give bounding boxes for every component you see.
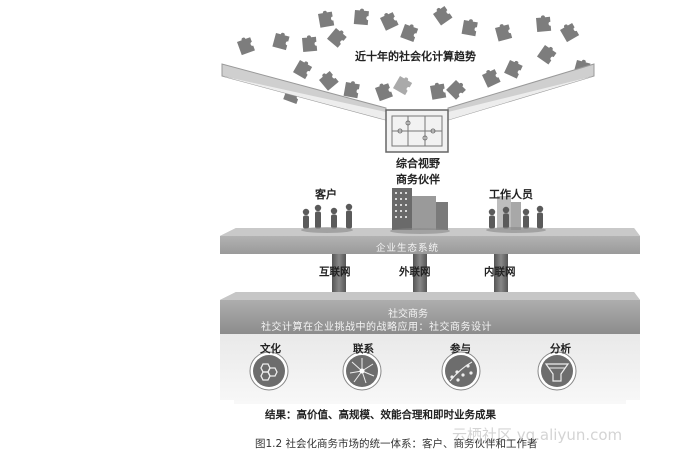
puzzle-piece-icon: [482, 69, 501, 88]
participation-icon: [441, 351, 481, 391]
partner-buildings-icon: [390, 188, 450, 234]
module-label-analytics: 分析: [550, 343, 571, 355]
puzzle-piece-icon: [560, 23, 580, 43]
puzzle-piece-icon: [380, 12, 399, 31]
puzzle-piece-icon: [400, 24, 419, 42]
puzzle-piece-icon: [318, 10, 335, 28]
puzzle-piece-icon: [293, 60, 313, 80]
puzzle-piece-icon: [430, 82, 447, 100]
analytics-icon: [537, 351, 577, 391]
figure-caption: 图1.2 社会化商务市场的统一体系：客户、商务伙伴和工作者: [255, 438, 538, 450]
puzzle-piece-icon: [272, 32, 290, 51]
connection-icon: [342, 351, 382, 391]
ecosystem-label: 企业生态系统: [376, 243, 440, 254]
staff-people-icon: [486, 196, 546, 233]
network-label-intranet: 内联网: [484, 266, 516, 278]
culture-icon: [249, 351, 289, 391]
puzzle-piece-icon: [536, 15, 552, 32]
social-business-subtitle: 社交计算在企业挑战中的战略应用：社交商务设计: [261, 322, 492, 333]
result-text: 结果：高价值、高规模、效能合理和即时业务成果: [265, 409, 496, 421]
puzzle-piece-icon: [446, 80, 466, 100]
puzzle-grid-icon: [391, 115, 443, 147]
puzzle-piece-icon: [495, 24, 513, 42]
network-label-extranet: 外联网: [399, 266, 431, 278]
puzzle-piece-icon: [393, 76, 413, 96]
network-label-internet: 互联网: [319, 266, 351, 278]
puzzle-piece-icon: [302, 35, 318, 52]
puzzle-piece-icon: [461, 19, 478, 37]
module-label-participation: 参与: [450, 343, 471, 355]
modules-panel: [220, 334, 640, 404]
group-label-partner: 商务伙伴: [396, 173, 440, 186]
puzzle-piece-icon: [375, 83, 393, 102]
puzzle-piece-icon: [536, 45, 557, 65]
puzzle-piece-icon: [353, 8, 369, 26]
social-business-title: 社交商务: [388, 309, 428, 320]
puzzle-piece-icon: [343, 81, 360, 99]
group-label-staff: 工作人员: [489, 188, 533, 201]
module-label-connection: 联系: [353, 343, 374, 355]
puzzle-piece-icon: [433, 5, 453, 26]
puzzle-piece-icon: [237, 37, 255, 56]
puzzle-piece-icon: [327, 28, 347, 48]
module-label-culture: 文化: [260, 343, 281, 355]
puzzle-piece-icon: [504, 60, 523, 79]
customer-people-icon: [301, 203, 353, 233]
social-business-slab: [220, 292, 640, 334]
vision-label: 综合视野: [396, 157, 440, 170]
diagram-title: 近十年的社会化计算趋势: [355, 50, 476, 63]
puzzle-piece-icon: [319, 71, 339, 91]
group-label-customer: 客户: [315, 188, 337, 201]
watermark: 云栖社区 yq.aliyun.com: [452, 426, 623, 444]
